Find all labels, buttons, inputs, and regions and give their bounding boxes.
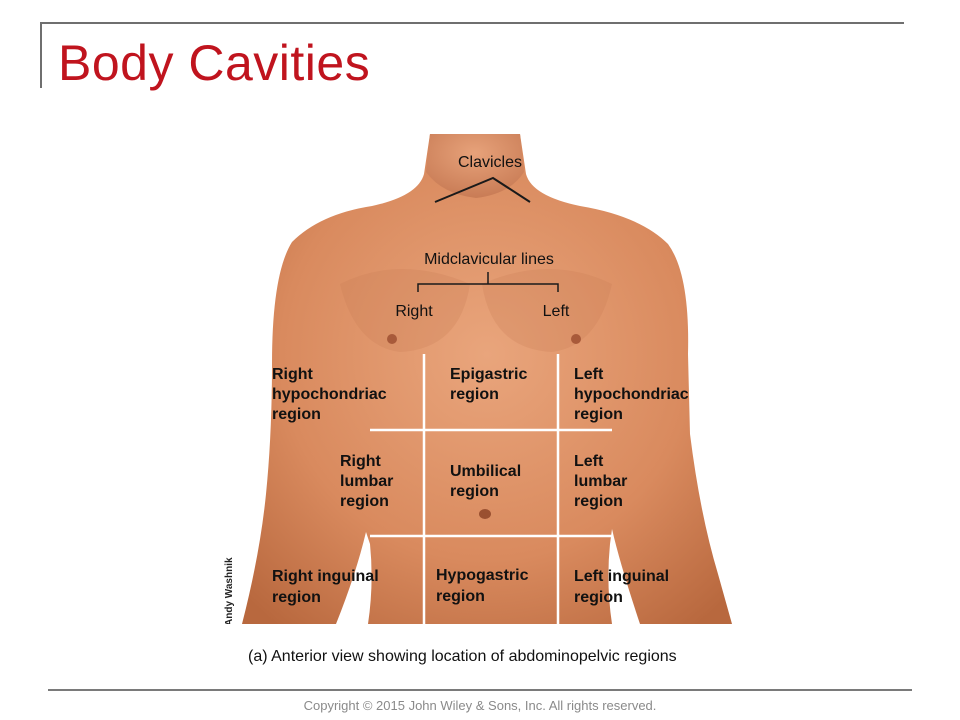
footer-rule [48,689,912,691]
region-right-hypochondriac: Right hypochondriac region [272,366,391,423]
left-nipple [571,334,581,344]
region-left-inguinal: Left inguinal region [574,568,674,606]
navel [479,509,491,519]
region-right-inguinal: Right inguinal region [272,568,383,606]
midclavicular-lines-label: Midclavicular lines [424,251,554,268]
abdominal-regions-figure: Clavicles Midclavicular lines Right Left… [220,134,736,624]
right-label: Right [395,303,433,320]
region-grid [370,354,612,624]
right-nipple [387,334,397,344]
region-umbilical: Umbilical region [450,463,526,500]
clavicle-pointer-lines [434,176,531,203]
torso-illustration: Clavicles Midclavicular lines Right Left… [220,134,736,624]
pectoral-shading-left [482,269,612,352]
region-epigastric: Epigastric region [450,366,532,403]
frame-left-rule [40,22,42,88]
clavicles-label: Clavicles [458,154,522,171]
region-hypogastric: Hypogastric region [436,567,533,605]
photo-credit: Andy Washnik [224,557,235,624]
pectoral-shading [340,269,470,352]
region-right-lumbar: Right lumbar region [340,453,398,510]
torso-silhouette [242,134,732,624]
slide-title: Body Cavities [58,35,371,91]
frame-top-rule [40,22,904,24]
figure-caption: (a) Anterior view showing location of ab… [248,648,677,665]
region-left-hypochondriac: Left hypochondriac region [574,366,693,423]
copyright-footer: Copyright © 2015 John Wiley & Sons, Inc.… [303,698,657,713]
region-left-lumbar: Left lumbar region [574,453,632,510]
left-label: Left [543,303,570,320]
